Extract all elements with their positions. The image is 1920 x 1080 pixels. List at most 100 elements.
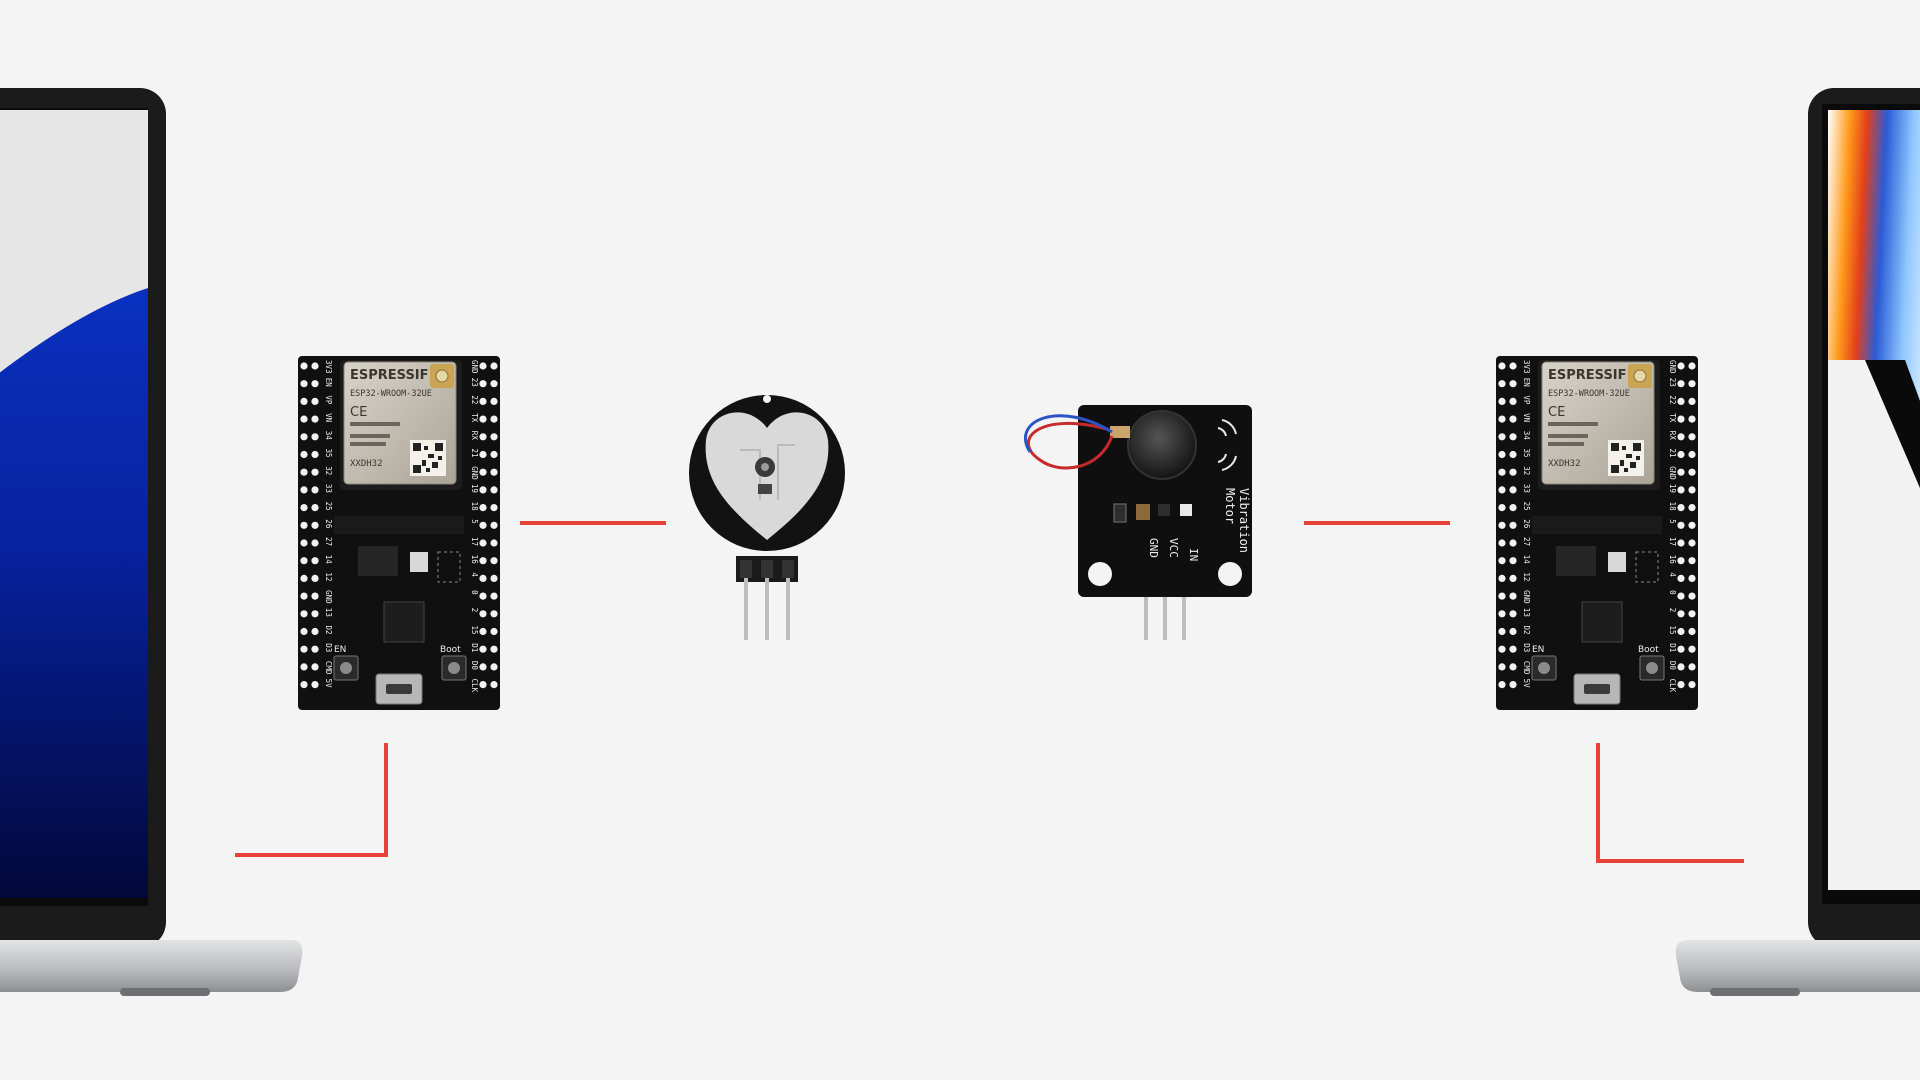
esp32-header-pin[interactable] [479,468,487,476]
esp32-header-pin[interactable] [1688,521,1696,529]
esp32-header-pin[interactable] [1677,380,1685,388]
esp32-header-pin[interactable] [300,468,308,476]
esp32-header-pin[interactable] [490,450,498,459]
esp32-header-pin[interactable] [479,415,487,423]
esp32-header-pin[interactable] [479,433,487,441]
esp32-header-pin[interactable] [1509,433,1517,441]
esp32-header-pin[interactable] [1498,486,1506,494]
esp32-header-pin[interactable] [1688,433,1696,441]
esp32-header-pin[interactable] [1509,592,1517,600]
esp32-header-pin[interactable] [311,415,319,423]
vibration-pin-vcc[interactable] [1163,582,1167,640]
esp32-header-pin[interactable] [490,627,498,636]
esp32-header-pin[interactable] [1677,450,1685,459]
esp32-header-pin[interactable] [1688,592,1696,600]
esp32-header-pin[interactable] [1688,504,1696,512]
esp32-header-pin[interactable] [1677,663,1685,671]
esp32-header-pin[interactable] [300,539,308,547]
esp32-header-pin[interactable] [490,681,498,689]
esp32-header-pin[interactable] [490,433,498,441]
esp32-header-pin[interactable] [490,610,498,618]
esp32-header-pin[interactable] [1677,627,1685,636]
esp32-header-pin[interactable] [311,433,319,441]
pulse-sensor-pin-2[interactable] [765,578,769,640]
esp32-header-pin[interactable] [300,610,308,618]
esp32-header-pin[interactable] [300,521,308,529]
esp32-header-pin[interactable] [1688,663,1696,671]
esp32-header-pin[interactable] [490,380,498,388]
esp32-header-pin[interactable] [1498,627,1506,636]
esp32-header-pin[interactable] [1509,415,1517,423]
esp32-header-pin[interactable] [490,504,498,512]
esp32-header-pin[interactable] [1677,486,1685,494]
esp32-header-pin[interactable] [300,681,308,689]
esp32-header-pin[interactable] [300,663,308,671]
esp32-header-pin[interactable] [479,592,487,600]
esp32-header-pin[interactable] [1498,380,1506,388]
esp32-header-pin[interactable] [1688,486,1696,494]
esp32-header-pin[interactable] [1509,521,1517,529]
esp32-header-pin[interactable] [490,645,498,653]
esp32-header-pin[interactable] [1677,557,1685,565]
esp32-header-pin[interactable] [479,380,487,388]
esp32-header-pin[interactable] [1498,397,1506,405]
esp32-header-pin[interactable] [1498,645,1506,653]
esp32-header-pin[interactable] [1677,433,1685,441]
esp32-header-pin[interactable] [1498,574,1506,582]
esp32-header-pin[interactable] [1498,521,1506,529]
esp32-header-pin[interactable] [479,663,487,671]
esp32-header-pin[interactable] [311,397,319,405]
esp32-header-pin[interactable] [479,486,487,494]
esp32-header-pin[interactable] [1509,610,1517,618]
esp32-header-pin[interactable] [311,574,319,582]
esp32-header-pin[interactable] [1688,397,1696,405]
vibration-pin-in[interactable] [1182,582,1186,640]
esp32-header-pin[interactable] [1509,645,1517,653]
esp32-header-pin[interactable] [311,627,319,636]
esp32-header-pin[interactable] [300,450,308,459]
esp32-header-pin[interactable] [1509,504,1517,512]
esp32-header-pin[interactable] [1498,468,1506,476]
esp32-header-pin[interactable] [1688,681,1696,689]
esp32-header-pin[interactable] [1509,397,1517,405]
esp32-header-pin[interactable] [300,504,308,512]
esp32-header-pin[interactable] [1509,468,1517,476]
esp32-header-pin[interactable] [1509,486,1517,494]
esp32-header-pin[interactable] [300,557,308,565]
esp32-header-pin[interactable] [1677,415,1685,423]
esp32-header-pin[interactable] [300,645,308,653]
esp32-header-pin[interactable] [311,504,319,512]
esp32-header-pin[interactable] [1498,663,1506,671]
esp32-header-pin[interactable] [1498,592,1506,600]
esp32-header-pin[interactable] [479,574,487,582]
esp32-header-pin[interactable] [1688,645,1696,653]
esp32-header-pin[interactable] [479,645,487,653]
esp32-header-pin[interactable] [490,592,498,600]
esp32-header-pin[interactable] [311,486,319,494]
esp32-header-pin[interactable] [1688,539,1696,547]
esp32-header-pin[interactable] [479,681,487,689]
esp32-header-pin[interactable] [1688,380,1696,388]
esp32-header-pin[interactable] [1677,397,1685,405]
esp32-header-pin[interactable] [311,610,319,618]
esp32-header-pin[interactable] [1677,539,1685,547]
esp32-header-pin[interactable] [1688,415,1696,423]
esp32-header-pin[interactable] [1688,610,1696,618]
esp32-header-pin[interactable] [300,397,308,405]
esp32-header-pin[interactable] [1688,450,1696,459]
esp32-header-pin[interactable] [311,663,319,671]
esp32-header-pin[interactable] [1509,663,1517,671]
esp32-header-pin[interactable] [1509,627,1517,636]
pulse-sensor-pin-3[interactable] [786,578,790,640]
esp32-header-pin[interactable] [311,521,319,529]
esp32-header-pin[interactable] [1509,380,1517,388]
esp32-header-pin[interactable] [479,557,487,565]
esp32-header-pin[interactable] [1509,681,1517,689]
esp32-header-pin[interactable] [311,380,319,388]
esp32-header-pin[interactable] [311,468,319,476]
esp32-header-pin[interactable] [1498,557,1506,565]
esp32-header-pin[interactable] [1677,574,1685,582]
pulse-sensor-pin-1[interactable] [744,578,748,640]
esp32-header-pin[interactable] [300,380,308,388]
esp32-header-pin[interactable] [311,592,319,600]
